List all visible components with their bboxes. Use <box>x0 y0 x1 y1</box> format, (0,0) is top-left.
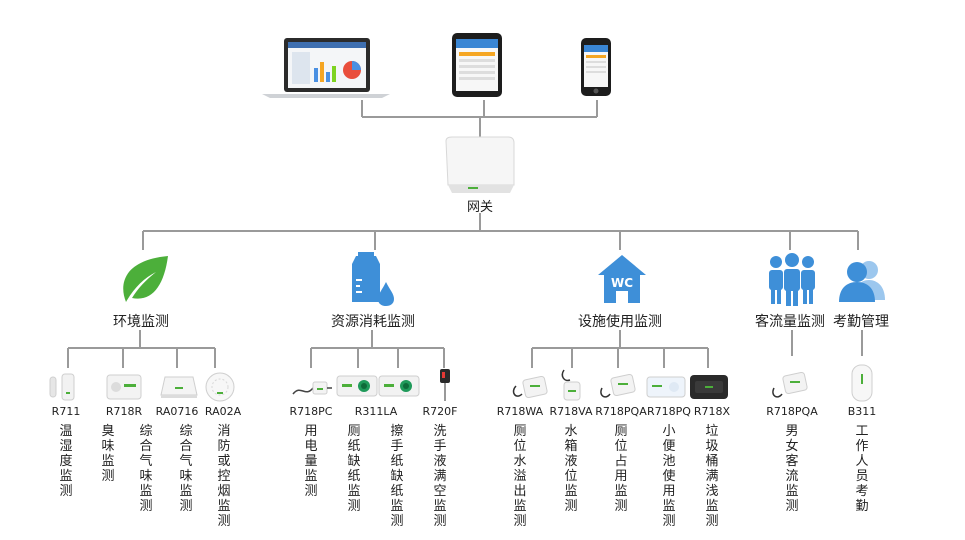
device-description: 工作人员考勤 <box>855 424 869 514</box>
sensor-r718pqa-icon <box>770 370 812 402</box>
device-description: 温湿度监测 <box>59 424 73 499</box>
sensor-r718pc-icon <box>291 374 333 400</box>
sensor-r718wa-icon <box>510 374 550 402</box>
water-tank-icon <box>348 252 396 307</box>
users-icon <box>837 258 887 302</box>
sensor-r720f-icon <box>438 368 452 402</box>
device-description: 综合气味监测 <box>179 424 193 514</box>
device-description: 用电量监测 <box>304 424 318 499</box>
device-model: R711 <box>51 405 81 418</box>
sensor-ra0716-icon <box>159 375 199 399</box>
sensor-r718r-icon <box>106 374 142 400</box>
device-model: R718WA <box>496 405 544 418</box>
device-description: 厕纸缺纸监测 <box>347 424 361 514</box>
device-model: R718X <box>693 405 731 418</box>
category-label-resource: 资源消耗监测 <box>331 314 415 330</box>
sensor-r718pqa-icon <box>598 372 638 402</box>
sensor-r311la-icon <box>336 375 378 397</box>
sensor-b311-icon <box>850 364 874 402</box>
smartphone-icon <box>581 38 611 96</box>
device-model: R718R <box>105 405 143 418</box>
wc-house-icon: WC <box>596 253 648 305</box>
category-label-environment: 环境监测 <box>113 314 169 330</box>
sensor-r311la-icon <box>378 375 420 397</box>
category-label-passenger-flow: 客流量监测 <box>755 314 825 330</box>
sensor-r718va-icon <box>558 368 584 402</box>
device-description: 擦手纸缺纸监测 <box>390 424 404 529</box>
device-description: 综合气味监测 <box>139 424 153 514</box>
device-model: B311 <box>847 405 877 418</box>
device-description: 消防或控烟监测 <box>217 424 231 529</box>
device-model: R311LA <box>354 405 398 418</box>
device-model: R720F <box>422 405 458 418</box>
laptop-icon <box>262 38 390 98</box>
wc-icon-text: WC <box>611 276 633 290</box>
device-model: RA02A <box>204 405 242 418</box>
device-description: 洗手液满空监测 <box>433 424 447 529</box>
gateway-label: 网关 <box>466 200 494 215</box>
device-description: 男女客流监测 <box>785 424 799 514</box>
device-model: R718PC <box>289 405 333 418</box>
tablet-icon <box>452 33 502 97</box>
device-model: R718PQ <box>647 405 691 418</box>
device-model: R718PQA <box>766 405 818 418</box>
sensor-ra02a-icon <box>204 372 236 402</box>
sensor-r718pq-icon <box>646 374 686 400</box>
leaf-icon <box>118 252 170 307</box>
people-group-icon <box>766 252 818 307</box>
device-model: R718VA <box>549 405 593 418</box>
gateway-device-icon <box>438 135 518 197</box>
sensor-r718x-icon <box>689 373 729 401</box>
device-description: 垃圾桶满浅监测 <box>705 424 719 529</box>
device-description: 厕位水溢出监测 <box>513 424 527 529</box>
category-label-attendance: 考勤管理 <box>833 314 889 330</box>
sensor-r711-icon <box>48 372 80 402</box>
device-model: R718PQA <box>595 405 647 418</box>
device-description: 小便池使用监测 <box>662 424 676 529</box>
category-label-facility: 设施使用监测 <box>578 314 662 330</box>
device-description: 臭味监测 <box>101 424 115 484</box>
device-model: RA0716 <box>155 405 199 418</box>
device-description: 厕位占用监测 <box>614 424 628 514</box>
device-description: 水箱液位监测 <box>564 424 578 514</box>
